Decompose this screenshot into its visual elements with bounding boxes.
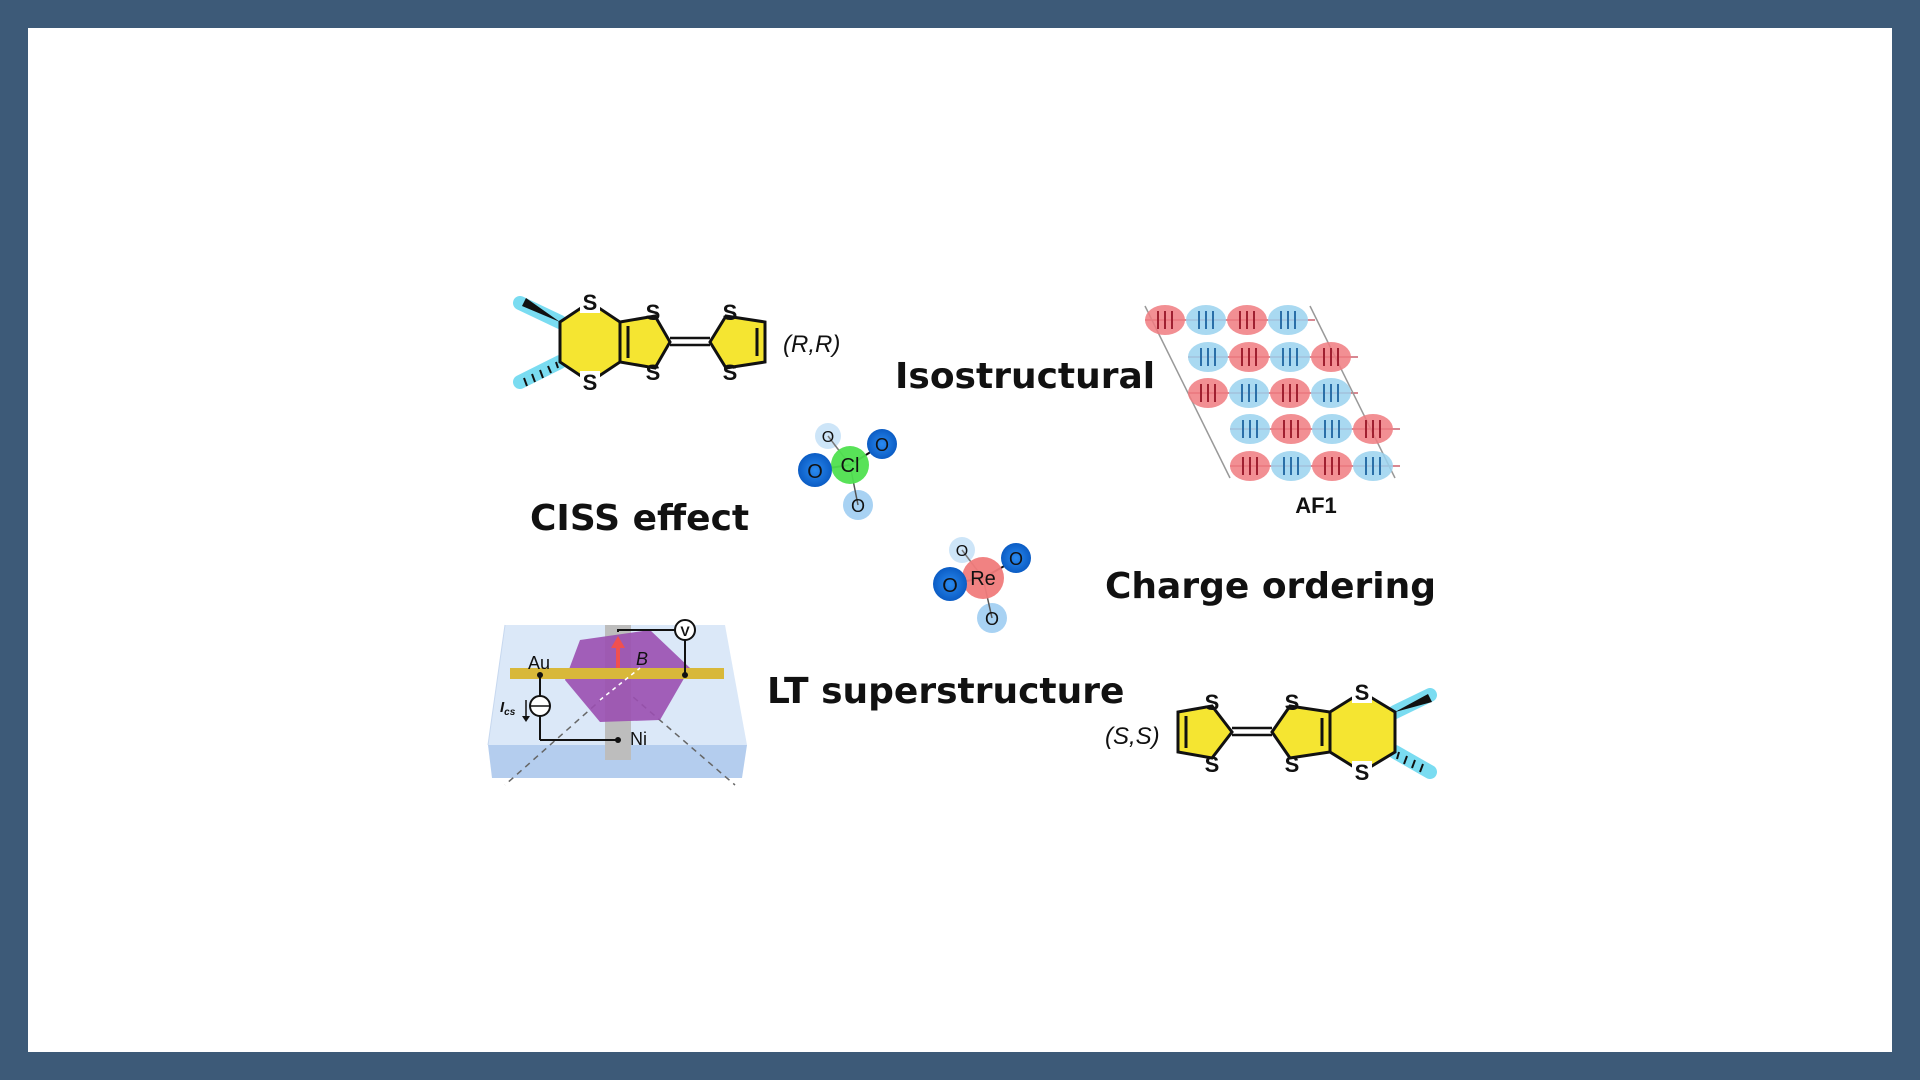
lt-superstructure-label: LT superstructure xyxy=(767,671,1124,712)
ss-ttf-molecule: S S S S S S (S,S) xyxy=(1105,680,1437,785)
oxygen-atom-label: O xyxy=(807,461,823,483)
ciss-effect-label: CISS effect xyxy=(530,498,749,539)
rr-ttf-molecule: S S S S S S (R,R) xyxy=(513,290,840,395)
ss-label: (S,S) xyxy=(1105,723,1160,750)
chlorine-atom-label: Cl xyxy=(841,455,860,477)
atom-s: S xyxy=(1355,680,1370,705)
rhenium-atom-label: Re xyxy=(970,568,996,590)
atom-s: S xyxy=(1355,760,1370,785)
isostructural-label: Isostructural xyxy=(895,356,1155,397)
atom-s: S xyxy=(1205,752,1220,777)
af1-label: AF1 xyxy=(1295,493,1337,518)
gold-electrode-label: Au xyxy=(528,653,550,673)
oxygen-atom-label: O xyxy=(851,496,865,516)
voltmeter-label: V xyxy=(680,623,690,639)
oxygen-atom-label: O xyxy=(942,575,958,597)
af1-spin-lattice xyxy=(1144,305,1400,481)
perrhenate-anion: Re O O O O xyxy=(933,537,1031,633)
current-source-label: Ics xyxy=(500,699,516,718)
atom-s: S xyxy=(723,300,738,325)
charge-ordering-label: Charge ordering xyxy=(1105,566,1436,607)
oxygen-atom-label: O xyxy=(985,609,999,629)
oxygen-atom-label: O xyxy=(956,543,968,560)
rr-label: (R,R) xyxy=(783,331,840,358)
atom-s: S xyxy=(646,300,661,325)
atom-s: S xyxy=(583,370,598,395)
oxygen-atom-label: O xyxy=(822,429,834,446)
oxygen-atom-label: O xyxy=(875,435,889,455)
perchlorate-anion: Cl O O O O xyxy=(798,423,897,520)
atom-s: S xyxy=(1205,690,1220,715)
nickel-electrode-label: Ni xyxy=(630,729,647,749)
oxygen-atom-label: O xyxy=(1009,549,1023,569)
magnetic-field-label: B xyxy=(636,649,648,669)
atom-s: S xyxy=(646,360,661,385)
atom-s: S xyxy=(1285,752,1300,777)
atom-s: S xyxy=(1285,690,1300,715)
atom-s: S xyxy=(723,360,738,385)
ciss-device-schematic: B V Ics Au Ni xyxy=(487,619,747,786)
atom-s: S xyxy=(583,290,598,315)
